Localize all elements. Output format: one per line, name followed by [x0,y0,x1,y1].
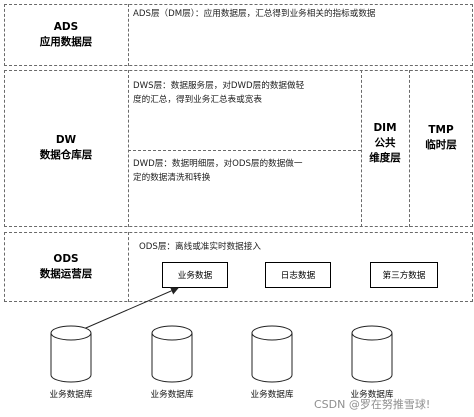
dws-description: DWS层：数据服务层，对DWD层的数据做轻 度的汇总，得到业务汇总表或宽表 [133,79,363,107]
dw-divider [128,70,129,227]
ods-layer-label: ODS 数据运营层 [4,252,128,282]
ods-layer-box [4,232,473,302]
source-log-data: 日志数据 [265,262,331,288]
dw-layer-box [4,70,473,227]
ods-subtitle: 数据运营层 [39,268,93,280]
database-label: 业务数据库 [49,390,93,400]
tmp-divider [409,70,410,227]
database-3: 业务数据库 [237,325,307,405]
database-label: 业务数据库 [250,390,294,400]
dim-layer-label: DIM 公共 维度层 [361,121,409,166]
tmp-line-2: 临时层 [425,139,457,151]
dwd-desc-line-1: DWD层：数据明细层，对ODS层的数据做一 [133,159,303,169]
ads-layer-box [4,4,473,66]
dws-dwd-divider [128,150,361,151]
database-icon [50,325,92,383]
ads-subtitle: 应用数据层 [39,36,93,48]
database-1: 业务数据库 [36,325,106,405]
dim-divider [361,70,362,227]
tmp-title: TMP [428,124,454,136]
database-icon [251,325,293,383]
ads-divider [128,4,129,66]
tmp-layer-label: TMP 临时层 [409,123,473,153]
dim-title: DIM [373,122,397,134]
ods-description: ODS层：离线或准实时数据接入 [139,242,261,252]
database-icon [151,325,193,383]
dim-line-2: 公共 [374,137,396,149]
dw-layer-label: DW 数据仓库层 [4,133,128,163]
dim-line-3: 维度层 [369,152,401,164]
database-4: 业务数据库 [337,325,407,405]
ods-title: ODS [53,253,79,265]
ods-divider [128,232,129,302]
dws-desc-line-1: DWS层：数据服务层，对DWD层的数据做轻 [133,81,305,91]
watermark: CSDN @罗在努推雪球! [314,398,431,411]
database-label: 业务数据库 [150,390,194,400]
database-2: 业务数据库 [137,325,207,405]
dws-desc-line-2: 度的汇总，得到业务汇总表或宽表 [133,95,262,105]
source-business-data: 业务数据 [162,262,228,288]
dwd-desc-line-2: 定的数据清洗和转换 [133,173,211,183]
ads-title: ADS [53,21,79,33]
database-label: 业务数据库 [350,390,394,400]
ads-description: ADS层（DM层）：应用数据层，汇总得到业务相关的指标或数据 [133,9,376,19]
ads-layer-label: ADS 应用数据层 [4,20,128,50]
database-icon [351,325,393,383]
dwd-description: DWD层：数据明细层，对ODS层的数据做一 定的数据清洗和转换 [133,157,363,185]
source-third-party-data: 第三方数据 [370,262,438,288]
dw-subtitle: 数据仓库层 [39,149,93,161]
dw-title: DW [55,134,77,146]
